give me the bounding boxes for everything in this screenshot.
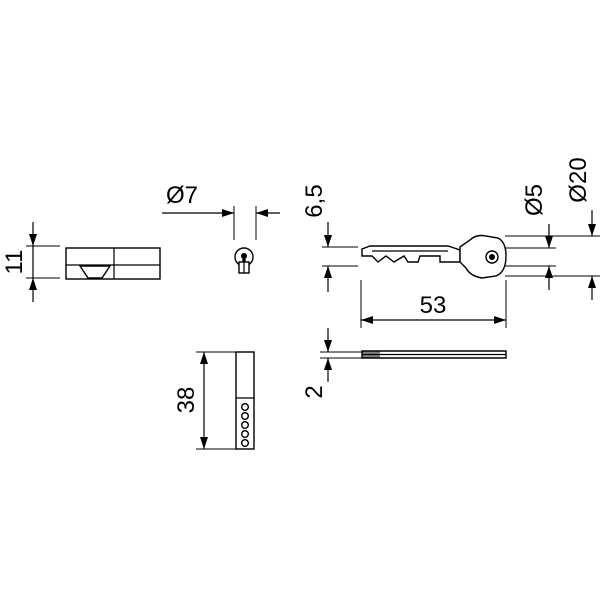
dimension-6-5-label: 6,5: [301, 184, 328, 217]
dimension-2: 2: [301, 328, 362, 399]
cylinder-side-view: [65, 247, 161, 280]
dimension-diameter-20-label: Ø20: [565, 157, 592, 202]
dimension-6-5: 6,5: [301, 184, 358, 292]
dimension-diameter-7-label: Ø7: [166, 182, 198, 209]
dimension-2-label: 2: [301, 385, 328, 398]
dimension-diameter-20: Ø20: [505, 157, 600, 300]
key-side-view: [361, 234, 507, 279]
dimension-11: 11: [1, 222, 60, 302]
dimension-diameter-5: Ø5: [505, 184, 556, 290]
dimension-diameter-7: Ø7: [162, 182, 280, 240]
dimension-53: 53: [360, 280, 507, 328]
dimension-diameter-5-label: Ø5: [521, 184, 548, 216]
keyhole-front-view: [234, 247, 254, 274]
dimension-53-label: 53: [420, 292, 447, 319]
key-edge-view: [361, 350, 507, 359]
key-blade-top-view: [235, 351, 255, 450]
dimension-38-label: 38: [173, 387, 200, 414]
dimension-11-label: 11: [1, 250, 28, 275]
dimension-38: 38: [173, 351, 242, 450]
